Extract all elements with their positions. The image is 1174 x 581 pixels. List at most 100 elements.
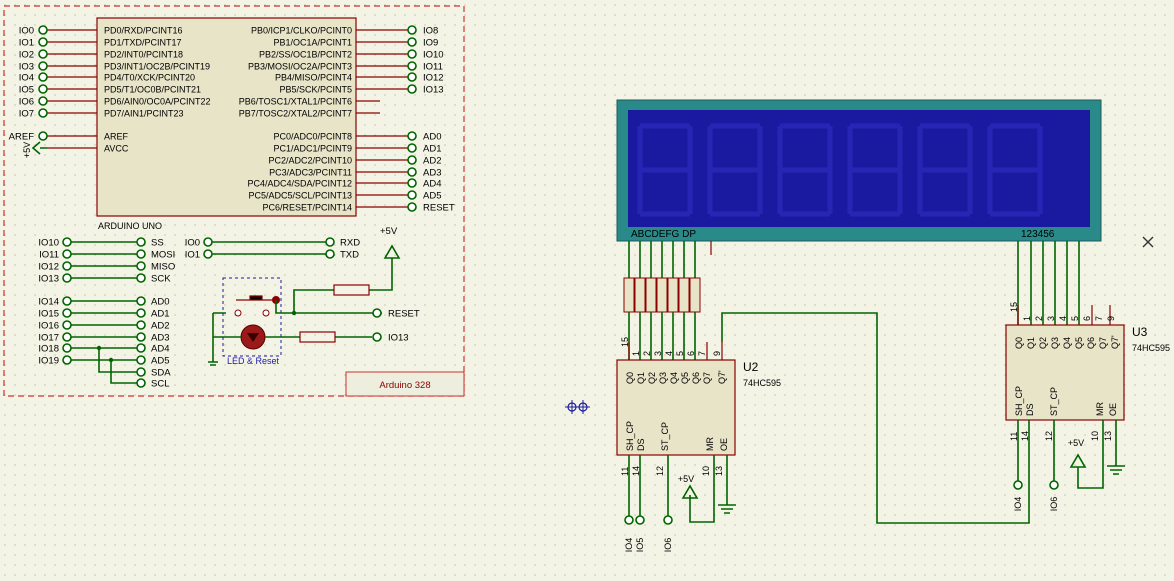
pin-label: PB7/TOSC2/XTAL2/PCINT7: [239, 109, 352, 119]
pin-number: 5: [1070, 316, 1080, 321]
net-label: IO16: [38, 321, 59, 332]
pin-label: PC3/ADC3/PCINT11: [269, 168, 352, 178]
pin-label: Q7: [1098, 337, 1108, 349]
button-contact: [262, 309, 270, 317]
pin-number: 1: [1022, 316, 1032, 321]
pin-number: 5: [675, 351, 685, 356]
pin-label: PC6/RESET/PCINT14: [262, 203, 352, 213]
net-label: RESET: [423, 203, 455, 214]
part-ref: U2: [743, 360, 759, 374]
pin-label: OE: [1108, 403, 1118, 416]
part-value: 74HC595: [743, 378, 781, 388]
origin-marker[interactable]: [565, 400, 590, 414]
pin-label: Q1: [636, 372, 646, 384]
net-label: IO14: [38, 297, 59, 308]
pin-label: Q5: [1074, 337, 1084, 349]
resistor-led[interactable]: [299, 331, 336, 343]
net-label: IO4: [624, 538, 634, 553]
net-label: IO5: [19, 85, 34, 96]
pin-label: PD4/T0/XCK/PCINT20: [104, 73, 195, 83]
pin-label: PB3/MOSI/OC2A/PCINT3: [248, 62, 352, 72]
arduino-subsheet[interactable]: Arduino 328 ARDUINO UNO PD0/RXD/PCINT16 …: [3, 5, 465, 397]
net-label: TXD: [340, 250, 359, 261]
pin-label: PD2/INT0/PCINT18: [104, 50, 183, 60]
pin-label: MR: [1095, 402, 1105, 416]
pin-number: 11: [620, 467, 630, 476]
segment-resistors[interactable]: [623, 241, 701, 360]
pin-number: 13: [714, 466, 724, 476]
pin-label: Q5: [680, 372, 690, 384]
u2-chip[interactable]: [616, 359, 736, 456]
pin-label: Q2: [1038, 337, 1048, 349]
pin-number: 3: [653, 351, 663, 356]
net-label: IO0: [185, 238, 200, 249]
net-label: AD2: [151, 321, 169, 332]
pin-label: Q4: [669, 372, 679, 384]
pin-label: ST_CP: [660, 422, 670, 451]
net-label: AD0: [423, 132, 441, 143]
pin-label: PB5/SCK/PCINT5: [279, 85, 352, 95]
subsheet-title: Arduino 328: [379, 380, 430, 391]
net-label: AD5: [423, 191, 441, 202]
pin-label: Q6: [1086, 337, 1096, 349]
pin-label: SH_CP: [1014, 386, 1024, 416]
pin-label: PD1/TXD/PCINT17: [104, 38, 182, 48]
pin-label: PB4/MISO/PCINT4: [275, 73, 352, 83]
net-label: IO7: [19, 109, 34, 120]
net-label: AD1: [423, 144, 441, 155]
net-label: IO12: [38, 262, 59, 273]
pin-number: 15: [620, 337, 630, 347]
resistor-reset[interactable]: [333, 284, 370, 296]
net-label: IO13: [388, 333, 409, 344]
digit-pin-labels: 123456: [1021, 229, 1055, 240]
close-icon[interactable]: [1142, 236, 1154, 248]
left-pin-group: PD0/RXD/PCINT16 PD1/TXD/PCINT17 PD2/INT0…: [19, 25, 211, 120]
net-label: IO15: [38, 309, 59, 320]
pin-number: 9: [1106, 316, 1116, 321]
pin-number: 10: [1090, 431, 1100, 441]
reset-button[interactable]: [236, 295, 276, 301]
right-pin-group: PB0/ICP1/CLKO/PCINT0 PB1/OC1A/PCINT1 PB2…: [239, 25, 444, 119]
pin-label: PB1/OC1A/PCINT1: [273, 38, 352, 48]
pin-number: 6: [1082, 316, 1092, 321]
power-label: +5V: [380, 226, 398, 237]
pin-label: PB0/ICP1/CLKO/PCINT0: [251, 26, 352, 36]
net-label: MOSI: [151, 250, 175, 261]
segment-pin-labels: ABCDEFG DP: [631, 229, 696, 240]
pin-label: ST_CP: [1049, 387, 1059, 416]
seven-segment-display[interactable]: ABCDEFG DP 123456: [616, 99, 1102, 255]
pin-number: 12: [1044, 431, 1054, 441]
pin-number: 14: [631, 466, 641, 476]
u3-chip[interactable]: [1005, 324, 1125, 421]
pin-number: 9: [712, 351, 722, 356]
pin-label: Q2: [647, 372, 657, 384]
net-label: RESET: [388, 309, 420, 320]
pin-number: 3: [1046, 316, 1056, 321]
net-label: IO4: [19, 73, 34, 84]
subsheet-frame: [3, 5, 465, 397]
net-label: AD0: [151, 297, 169, 308]
power-label: +5V: [22, 142, 32, 158]
serial-alias-group: IO0 IO1 RXD TXD: [185, 237, 360, 261]
pin-label: MR: [705, 437, 715, 451]
pin-label: PB6/TOSC1/XTAL1/PCINT6: [239, 97, 352, 107]
arduino-uno-chip[interactable]: [96, 17, 357, 217]
part-value: 74HC595: [1132, 343, 1170, 353]
net-label: IO2: [19, 50, 34, 61]
analog-pin-group: PC0/ADC0/PCINT8 PC1/ADC1/PCINT9 PC2/ADC2…: [247, 131, 455, 214]
net-label: IO8: [423, 26, 438, 37]
pin-number: 2: [642, 351, 652, 356]
shift-register-u3[interactable]: U3 74HC595 15 1 2 3 4 5 6 7 9 Q0 Q1 Q2 Q…: [1005, 302, 1170, 511]
net-label: IO19: [38, 356, 59, 367]
net-label: IO12: [423, 73, 444, 84]
power-label: +5V: [678, 474, 694, 484]
led-reset-frame: [222, 277, 282, 357]
net-label: IO0: [19, 26, 34, 37]
led-reset-label: LED & Reset: [227, 356, 280, 366]
net-label: IO11: [39, 250, 59, 261]
cascade-wire: [721, 312, 1030, 524]
led-reset-block[interactable]: RESET IO13 +5V LED & Reset: [208, 226, 420, 366]
pin-number: 14: [1020, 431, 1030, 441]
shift-register-u2[interactable]: U2 74HC595 15 1 2 3 4 5 6 7 9 Q0 Q1 Q2 Q…: [616, 337, 781, 553]
